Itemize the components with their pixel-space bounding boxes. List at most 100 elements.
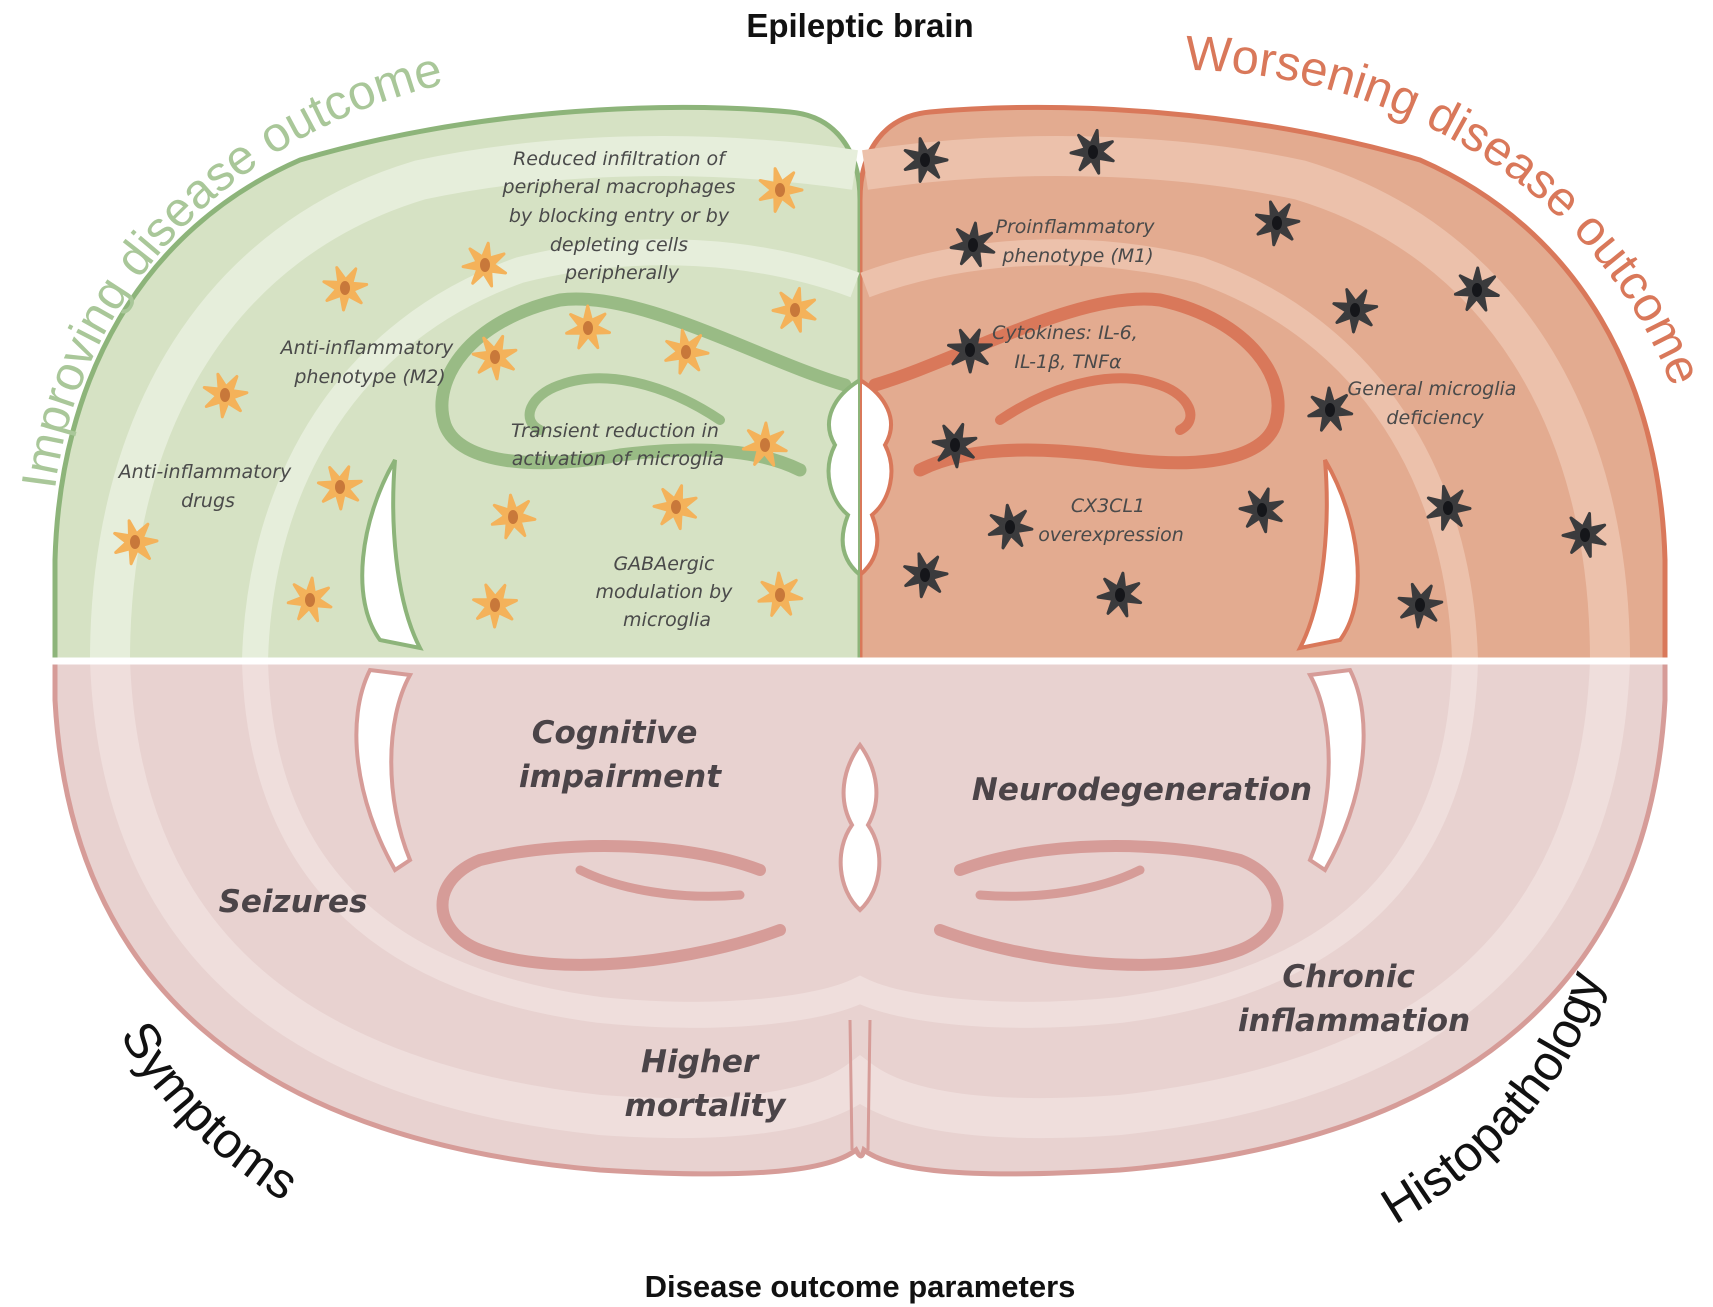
anti-inflammatory-drugs-text: Anti-inflammatory drugs xyxy=(117,461,298,512)
orange-microglia-icon xyxy=(771,286,817,333)
left-hippocampus-lower xyxy=(436,840,786,971)
orange-microglia-icon xyxy=(741,421,788,467)
dark-microglia-icon-nucleus xyxy=(968,238,978,252)
dark-microglia-icon-nucleus xyxy=(1415,598,1425,612)
right-hippocampus-lower xyxy=(934,840,1284,971)
orange-microglia-icon-nucleus xyxy=(490,350,500,364)
orange-microglia-icon-nucleus xyxy=(681,345,691,359)
green-hippocampus-inner xyxy=(524,373,725,435)
green-ventricle xyxy=(360,458,424,651)
lower-midline-cavity xyxy=(838,741,882,913)
dark-microglia-icon xyxy=(1332,288,1379,334)
dark-microglia-icon xyxy=(903,552,949,599)
orange-microglia-icon xyxy=(113,519,159,566)
orange-hippocampus-inner xyxy=(995,373,1196,435)
dark-microglia-icon-nucleus xyxy=(1580,528,1590,542)
orange-microglia-icon-nucleus xyxy=(305,593,315,607)
outcome-half xyxy=(52,661,1668,1177)
orange-microglia-icon xyxy=(316,465,363,511)
transient-reduction-text: Transient reduction in activation of mic… xyxy=(511,420,725,470)
dark-microglia-icon xyxy=(931,422,978,469)
left-lower-ventricle xyxy=(354,667,414,873)
orange-microglia-icon xyxy=(757,571,804,617)
orange-midline-cavity xyxy=(860,377,894,578)
dark-microglia-icon-nucleus xyxy=(1325,403,1335,417)
orange-microglia-icon xyxy=(471,334,518,381)
orange-microglia-icon xyxy=(322,266,369,312)
dark-microglia-icon xyxy=(1069,128,1115,175)
orange-microglia-icon-nucleus xyxy=(583,321,593,335)
right-lower-ventricle xyxy=(1306,667,1366,873)
midline-fissure xyxy=(848,1019,872,1151)
anti-inflammatory-phenotype-text: Anti-inflammatory phenotype (M2) xyxy=(279,337,460,388)
dark-microglia-icon-nucleus xyxy=(1257,503,1267,517)
orange-microglia-icon-nucleus xyxy=(671,500,681,514)
dark-microglia-icon-nucleus xyxy=(1088,145,1098,159)
cx3cl1-text: CX3CL1 overexpression xyxy=(1038,495,1184,546)
neurodegeneration-text: Neurodegeneration xyxy=(972,772,1312,808)
dark-microglia-icon-nucleus xyxy=(920,153,930,167)
improving-hemisphere xyxy=(52,104,860,661)
dark-microglia-icon-nucleus xyxy=(1350,303,1360,317)
cognitive-impairment-text: Cognitive impairment xyxy=(519,715,722,795)
pink-cortex-band xyxy=(90,661,1630,1139)
dark-microglia-icon xyxy=(1096,571,1143,618)
orange-microglia-icon-nucleus xyxy=(760,438,770,452)
orange-ventricle xyxy=(1296,458,1360,651)
dark-microglia-icon-nucleus xyxy=(965,343,975,357)
pink-bottom-shape xyxy=(52,661,1668,1177)
seizures-text: Seizures xyxy=(219,884,368,920)
dark-microglia-icon xyxy=(1307,386,1354,432)
orange-microglia-icon-nucleus xyxy=(130,535,140,549)
orange-microglia-icon xyxy=(286,576,333,623)
dark-microglia-icon-nucleus xyxy=(920,568,930,582)
dark-microglia-icon xyxy=(1561,512,1607,558)
orange-microglia-icon xyxy=(461,241,507,288)
anti-inflammatory-microglia-group xyxy=(113,167,817,629)
infiltration-text: Reduced infiltration of peripheral macro… xyxy=(502,148,742,284)
dark-microglia-icon-nucleus xyxy=(1115,588,1125,602)
orange-microglia-icon-nucleus xyxy=(775,183,785,197)
microglia-deficiency-text: General microglia deficiency xyxy=(1348,378,1523,429)
bottom-title: Disease outcome parameters xyxy=(645,1269,1076,1304)
dark-microglia-icon xyxy=(949,221,996,268)
cytokines-text: Cytokines: IL-6, IL-1β, TNFα xyxy=(992,322,1144,373)
dark-microglia-icon-nucleus xyxy=(1272,216,1282,230)
orange-microglia-icon xyxy=(202,372,249,419)
dark-microglia-icon xyxy=(987,503,1034,550)
orange-microglia-icon-nucleus xyxy=(340,281,350,295)
dark-microglia-icon xyxy=(1255,200,1301,247)
pink-inner-band xyxy=(242,661,1478,1028)
orange-microglia-icon-nucleus xyxy=(508,510,518,524)
dark-microglia-icon-nucleus xyxy=(1472,283,1482,297)
orange-microglia-icon xyxy=(472,583,518,629)
orange-microglia-icon xyxy=(565,304,611,350)
orange-microglia-icon xyxy=(490,493,537,540)
dark-microglia-icon-nucleus xyxy=(1443,501,1453,515)
left-hippocampus-inner xyxy=(575,865,745,901)
dark-microglia-icon xyxy=(1453,266,1500,312)
orange-cortex-band xyxy=(862,136,1630,661)
dark-microglia-icon xyxy=(947,328,993,374)
orange-microglia-icon xyxy=(758,167,804,213)
dark-microglia-icon-nucleus xyxy=(1005,520,1015,534)
orange-microglia-icon-nucleus xyxy=(490,598,500,612)
right-hippocampus-inner xyxy=(975,865,1145,901)
orange-microglia-icon xyxy=(652,484,698,531)
dark-microglia-icon-nucleus xyxy=(950,438,960,452)
gabaergic-modulation-text: GABAergic modulation by microglia xyxy=(596,553,739,631)
orange-microglia-icon-nucleus xyxy=(480,258,490,272)
dark-microglia-icon xyxy=(903,137,949,183)
orange-microglia-icon-nucleus xyxy=(220,388,230,402)
proinflammatory-phenotype-text: Proinflammatory phenotype (M1) xyxy=(996,216,1161,267)
orange-microglia-icon-nucleus xyxy=(335,480,345,494)
green-hippocampus-outer xyxy=(435,292,852,477)
dark-microglia-icon xyxy=(1238,487,1284,534)
orange-microglia-icon xyxy=(664,328,710,375)
higher-mortality-text: Higher mortality xyxy=(625,1044,788,1124)
green-cortex-band xyxy=(90,136,858,661)
proinflammatory-microglia-group xyxy=(903,128,1607,629)
diagram-title: Epileptic brain xyxy=(746,7,973,44)
orange-microglia-icon-nucleus xyxy=(775,588,785,602)
